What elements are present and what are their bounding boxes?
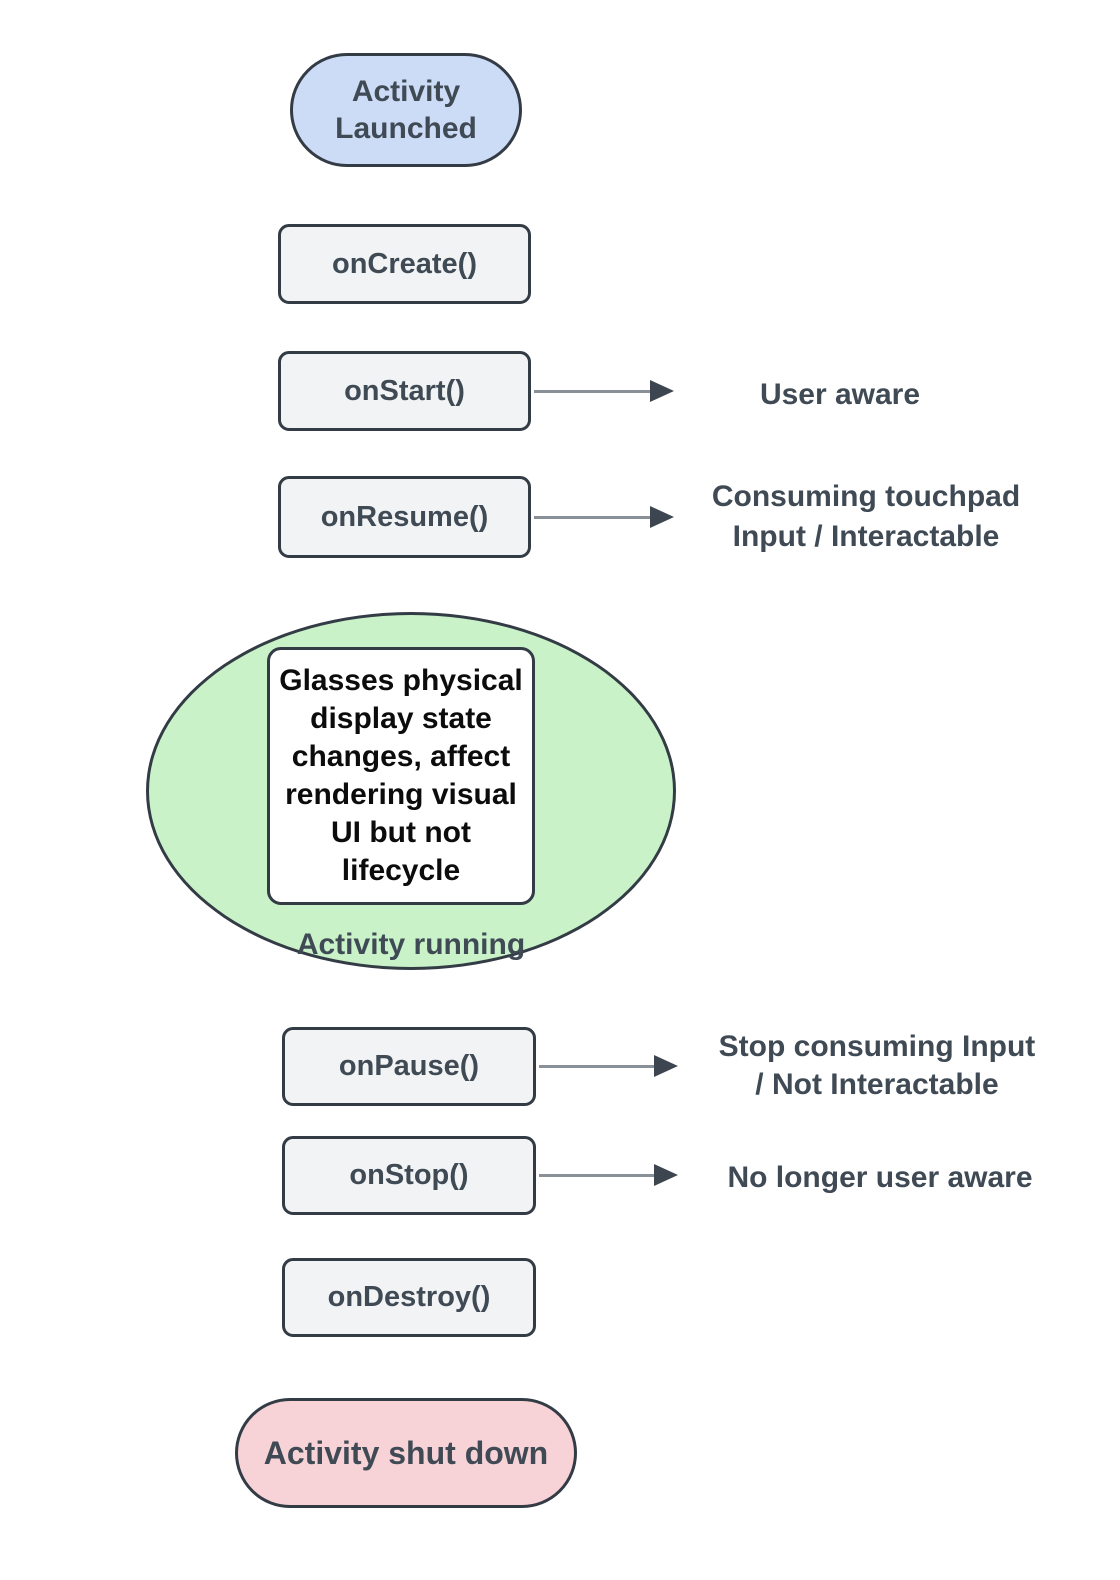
annotation-no-longer-user-aware: No longer user aware [727, 1161, 1033, 1194]
arrow-onstop-annotation [539, 1164, 678, 1186]
node-activity-shut-down: Activity shut down [235, 1398, 577, 1508]
node-onstart: onStart() [278, 351, 531, 431]
node-onstop: onStop() [282, 1136, 536, 1215]
annotation-user-aware: User aware [759, 378, 921, 411]
node-activity-launched: Activity Launched [290, 53, 522, 167]
node-activity-running-label: Activity running [296, 928, 526, 961]
node-ondestroy: onDestroy() [282, 1258, 536, 1337]
node-onresume: onResume() [278, 476, 531, 558]
arrow-onresume-annotation [534, 506, 674, 528]
note-glasses-display-state: Glasses physical display state changes, … [267, 647, 535, 905]
annotation-stop-consuming-input: Stop consuming Input / Not Interactable [718, 1030, 1036, 1101]
arrow-onpause-annotation [539, 1055, 678, 1077]
arrow-onstart-annotation [534, 380, 674, 402]
node-oncreate: onCreate() [278, 224, 531, 304]
annotation-consuming-touchpad: Consuming touchpad Input / Interactable [711, 480, 1021, 553]
node-onpause: onPause() [282, 1027, 536, 1106]
